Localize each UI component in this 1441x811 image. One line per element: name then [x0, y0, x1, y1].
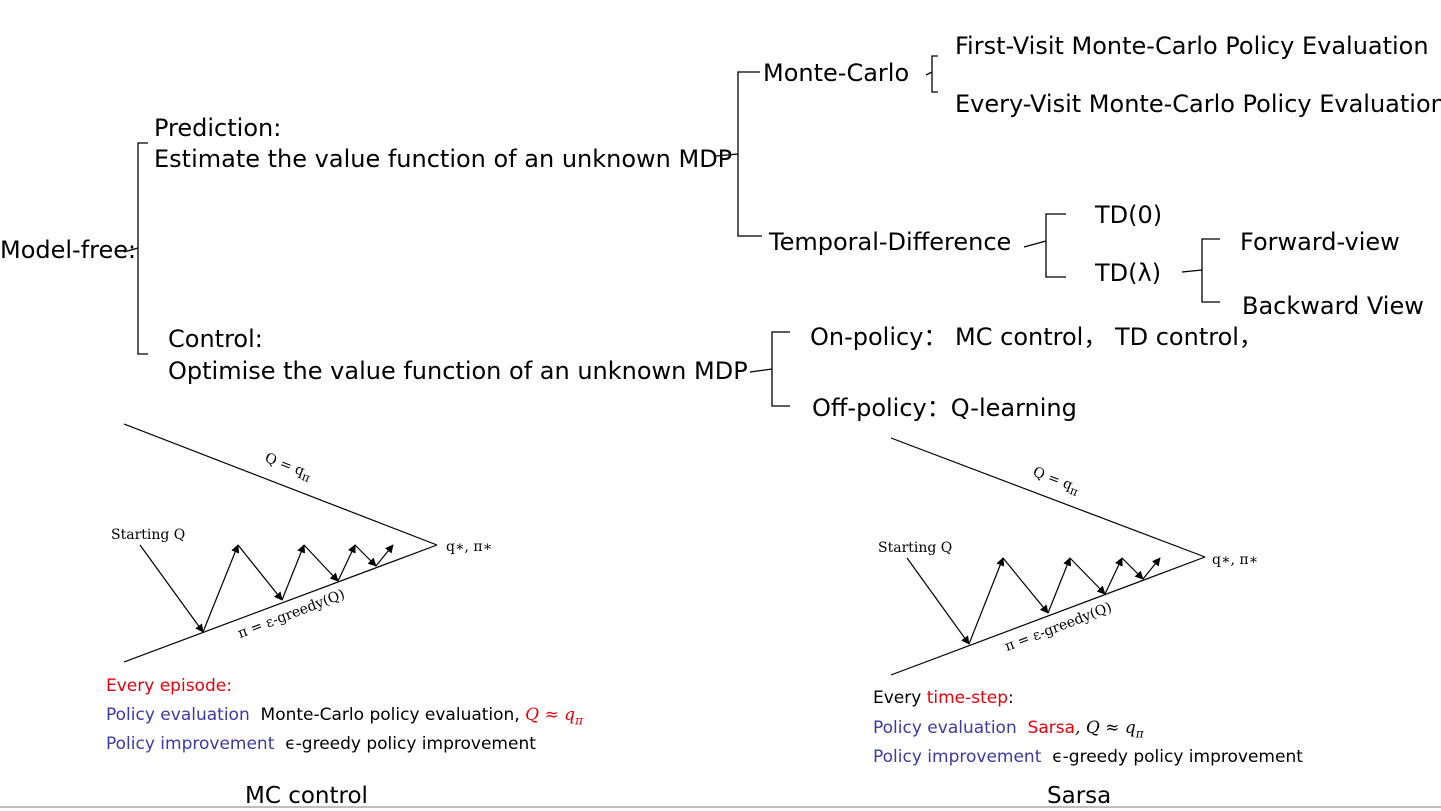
root-bracket	[123, 142, 148, 355]
sarsa-arrow	[1121, 557, 1144, 580]
td-lambda-label: TD(λ)	[1095, 259, 1162, 287]
sarsa-eval-line: Policy evaluation Sarsa, Q ≈ qπ	[873, 718, 1144, 741]
prediction-title: Prediction:	[154, 114, 282, 142]
mc-arrow	[375, 544, 394, 567]
sarsa-target-label: q∗, π∗	[1212, 552, 1259, 568]
mc-arrow	[202, 544, 240, 633]
sarsa-arrow	[1047, 557, 1072, 614]
mc-arrow	[354, 544, 377, 567]
sarsa-bottom-line	[890, 556, 1206, 676]
mc-target-label: q∗, π∗	[446, 539, 493, 555]
mc-brace	[925, 55, 938, 93]
prediction-desc: Estimate the value function of an unknow…	[154, 145, 733, 173]
tdlambda-brace	[1181, 238, 1220, 303]
backward-view-label: Backward View	[1242, 292, 1424, 320]
td-brace	[1023, 213, 1066, 278]
sarsa-arrow	[1069, 557, 1106, 595]
control-desc: Optimise the value function of an unknow…	[168, 357, 748, 385]
model-free-label: Model-free:	[0, 236, 137, 264]
on-policy-label: On-policy： MC control， TD control，	[810, 323, 1263, 351]
control-brace	[749, 331, 790, 407]
mc-top-line	[123, 423, 438, 546]
off-policy-label: Off-policy：Q-learning	[812, 394, 1077, 422]
temporal-difference-label: Temporal-Difference	[769, 228, 1012, 256]
sarsa-arrow	[1142, 557, 1161, 580]
forward-view-label: Forward-view	[1240, 228, 1400, 256]
bottom-divider	[0, 806, 1441, 808]
sarsa-arrow	[1104, 557, 1123, 595]
monte-carlo-label: Monte-Carlo	[763, 59, 910, 87]
mc-eval-line: Policy evaluation Monte-Carlo policy eva…	[106, 705, 583, 728]
mc-arrow	[281, 544, 306, 601]
sarsa-arrow	[906, 557, 970, 645]
mc-arrow	[337, 544, 356, 582]
first-visit-label: First-Visit Monte-Carlo Policy Evaluatio…	[955, 32, 1429, 60]
mc-bottom-line	[123, 544, 438, 663]
sarsa-every-timestep: Every time-step:	[873, 688, 1014, 708]
mc-arrow	[237, 544, 283, 601]
every-visit-label: Every-Visit Monte-Carlo Policy Evaluatio…	[955, 90, 1441, 118]
mc-arrow	[303, 544, 339, 582]
sarsa-arrow	[968, 557, 1005, 645]
mc-starting-q: Starting Q	[111, 527, 186, 543]
mc-impr-line: Policy improvement ϵ-greedy policy impro…	[106, 734, 536, 754]
sarsa-impr-line: Policy improvement ϵ-greedy policy impro…	[873, 747, 1303, 767]
control-title: Control:	[168, 325, 263, 353]
prediction-bracket	[715, 71, 762, 237]
sarsa-starting-q: Starting Q	[878, 540, 953, 556]
sarsa-arrow	[1002, 557, 1049, 614]
sarsa-caption: Sarsa	[1047, 783, 1112, 809]
mc-arrow	[139, 544, 204, 633]
mc-every-episode: Every episode:	[106, 676, 232, 696]
mc-control-caption: MC control	[245, 783, 368, 809]
td0-label: TD(0)	[1095, 201, 1163, 229]
sarsa-top-line	[890, 437, 1206, 558]
